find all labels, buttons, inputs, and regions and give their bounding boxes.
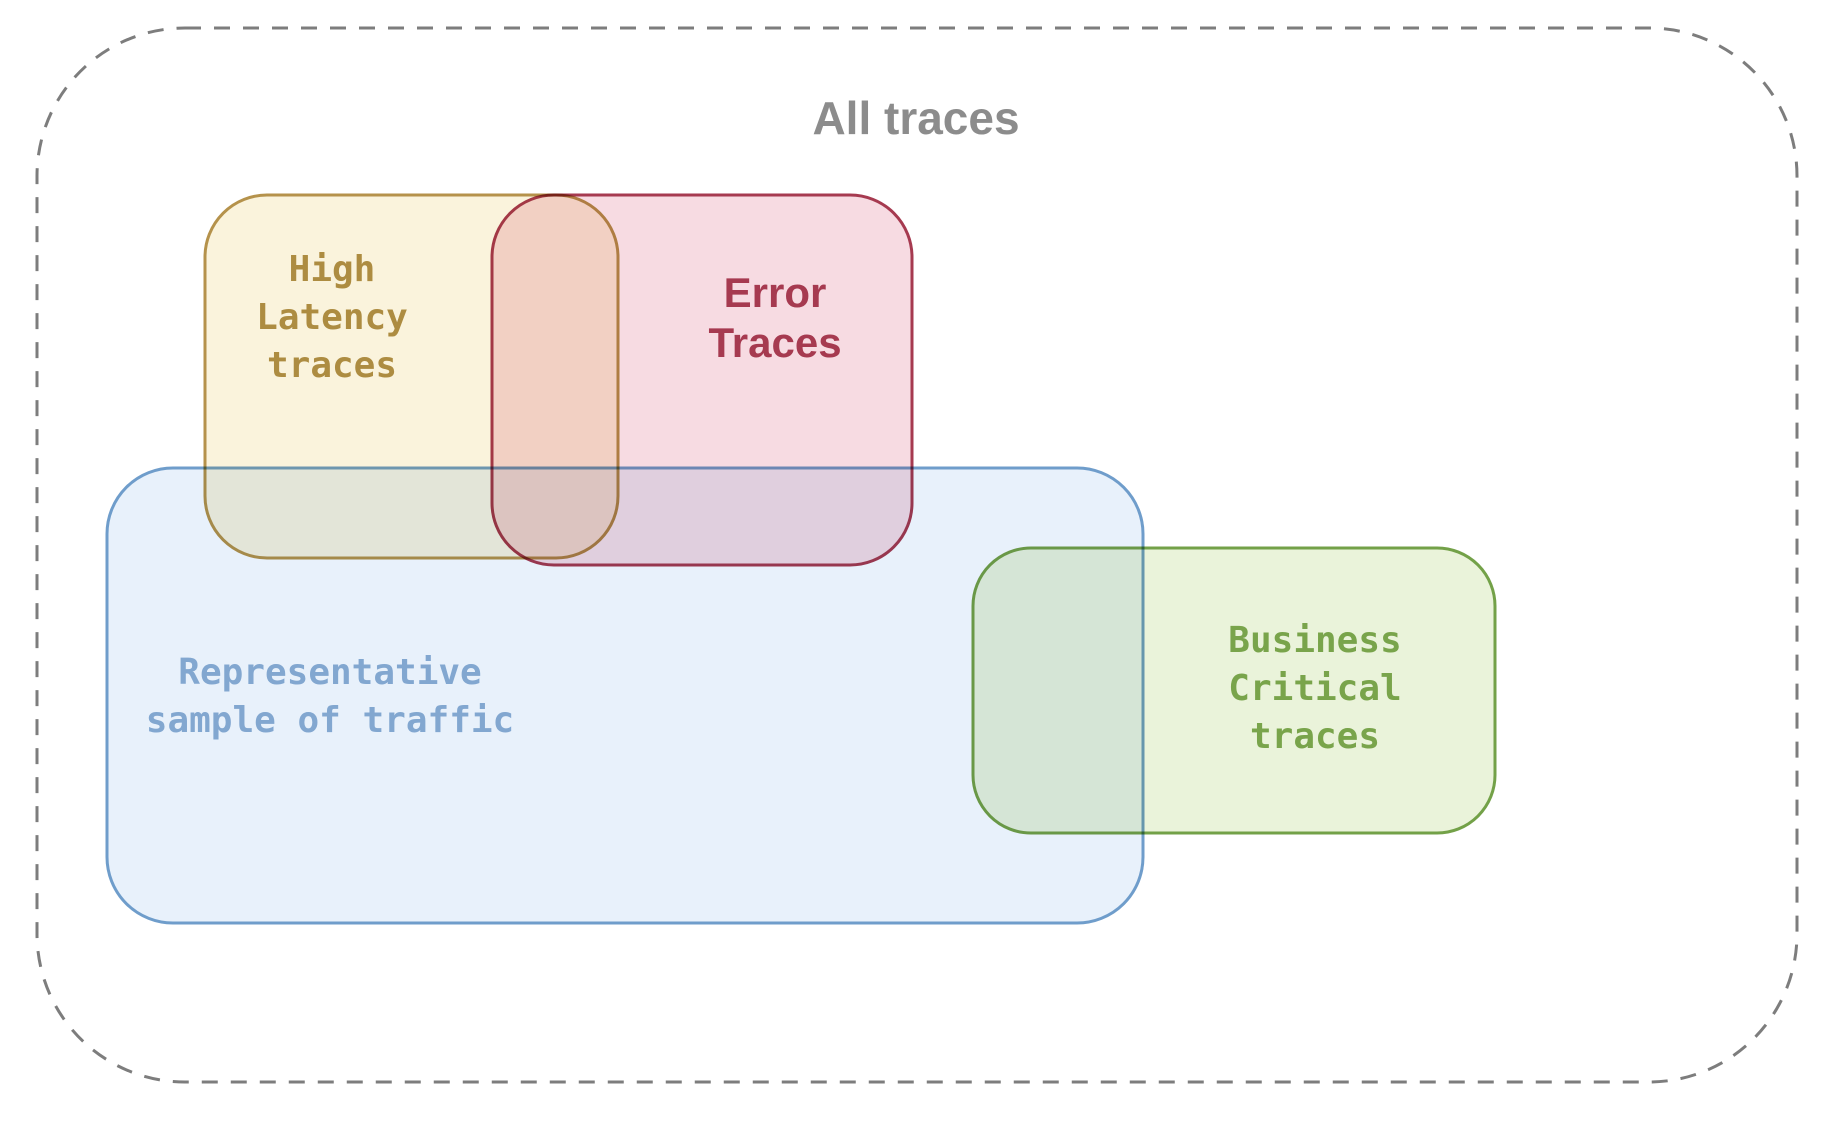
- representative-sample-label: Representative sample of traffic: [145, 652, 515, 741]
- business-critical-set-shape: [971, 546, 1497, 835]
- high-latency-label: High Latency traces: [256, 249, 408, 386]
- business-critical-label: Business Critical traces: [1228, 620, 1402, 757]
- all-traces-boundary: [35, 26, 1799, 1084]
- error-traces-label: Error Traces: [708, 269, 842, 366]
- diagram-title: All traces: [812, 92, 1020, 144]
